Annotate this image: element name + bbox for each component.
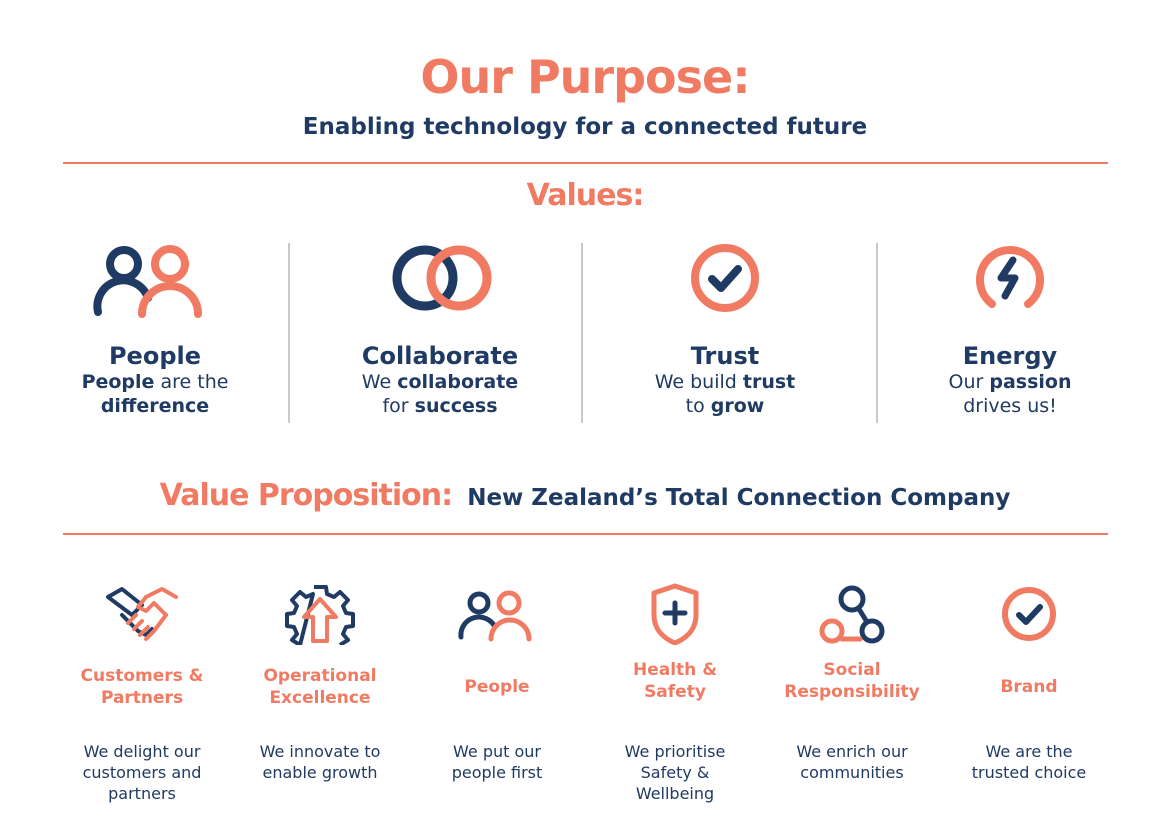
trust-check-icon <box>691 244 759 312</box>
people-icon <box>93 245 202 318</box>
value-desc-line1: We collaborate <box>361 371 519 393</box>
value-desc-line1: We build trust <box>654 371 796 393</box>
value-trust: Trust We build trust to grow <box>605 240 845 418</box>
prop-name: Customers &Partners <box>80 666 204 708</box>
energy-bolt-icon <box>976 246 1044 308</box>
value-energy: Energy Our passion drives us! <box>890 240 1130 418</box>
people-icon <box>458 590 532 642</box>
value-desc-line2: to grow <box>685 395 765 417</box>
shield-plus-icon <box>651 583 699 645</box>
value-separator <box>288 243 290 423</box>
prop-name: Health &Safety <box>632 660 718 702</box>
value-proposition-label: Value Proposition: <box>159 478 453 513</box>
value-desc-line1: Our passion <box>948 371 1072 393</box>
handshake-icon <box>106 587 178 641</box>
purpose-divider <box>63 162 1108 164</box>
value-collaborate: Collaborate We collaborate for success <box>320 240 560 418</box>
purpose-title: Our Purpose: <box>420 50 750 104</box>
value-desc-line2: drives us! <box>963 395 1057 417</box>
prop-name: People <box>464 677 530 697</box>
value-separator <box>581 243 583 423</box>
value-people: People People are the difference <box>35 240 275 418</box>
value-proposition-text: New Zealand’s Total Connection Company <box>467 485 1011 511</box>
value-name: Collaborate <box>361 342 519 370</box>
prop-name: Brand <box>1000 677 1058 697</box>
check-circle-icon <box>1002 587 1056 641</box>
value-name: People <box>108 342 202 370</box>
value-separator <box>876 243 878 423</box>
value-desc-line2: difference <box>100 395 210 417</box>
value-name: Energy <box>962 342 1058 370</box>
value-desc-line2: for success <box>382 395 498 417</box>
value-proposition: Value Proposition: New Zealand’s Total C… <box>0 478 1170 513</box>
value-desc-line1: People are the <box>81 371 229 393</box>
purpose-subtitle: Enabling technology for a connected futu… <box>302 114 868 140</box>
values-title: Values: <box>526 178 645 213</box>
value-proposition-divider <box>63 533 1108 535</box>
community-icon <box>819 585 885 644</box>
collaborate-rings-icon <box>392 245 492 311</box>
gear-arrow-icon <box>285 585 355 645</box>
value-name: Trust <box>690 342 760 370</box>
